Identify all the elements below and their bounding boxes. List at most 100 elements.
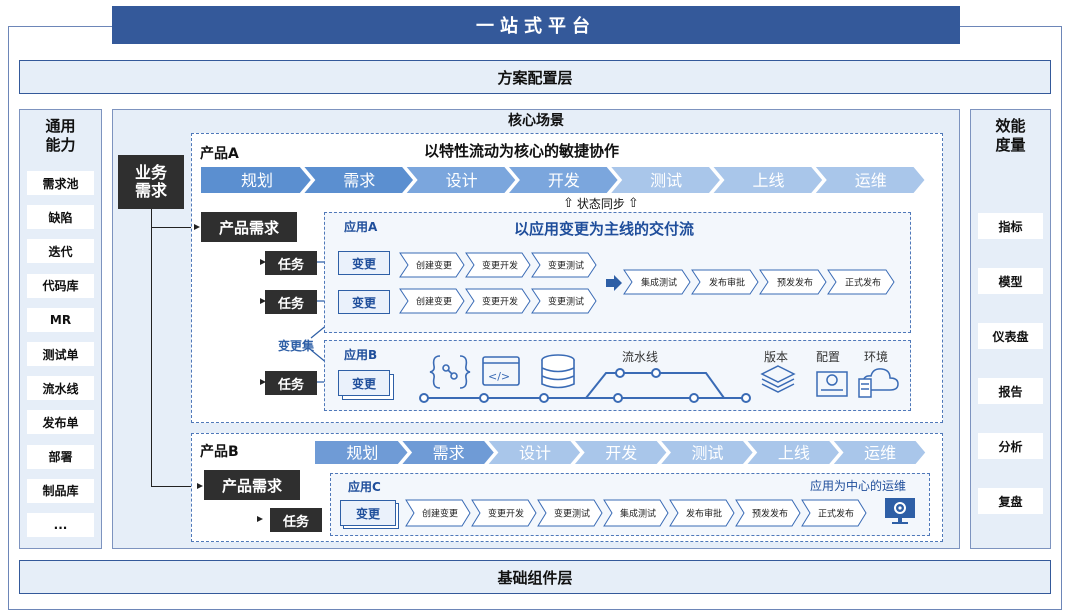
solution-config-layer[interactable]: 方案配置层: [19, 60, 1051, 94]
flow-step-label: 创建变更: [416, 296, 452, 308]
app-a-title: 以应用变更为主线的交付流: [514, 220, 695, 238]
stage-label: 测试: [692, 444, 724, 463]
stage-chevron: [743, 440, 842, 466]
flow-step: [471, 499, 537, 527]
change-set-label: 变更集: [278, 339, 315, 353]
capability-item[interactable]: MR: [27, 307, 94, 332]
flow-step-label: 变更测试: [554, 508, 590, 520]
metric-item[interactable]: 仪表盘: [978, 323, 1043, 349]
flow-step-label: 发布审批: [686, 508, 722, 520]
flow-step: [759, 269, 827, 295]
app-c-flow: 创建变更变更开发变更测试集成测试发布审批预发发布正式发布: [405, 499, 867, 527]
change-button[interactable]: 变更: [338, 251, 390, 275]
flow-step-label: 变更测试: [548, 296, 584, 308]
stage-label: 规划: [241, 171, 273, 190]
flow-step: [537, 499, 603, 527]
product-b-req-box[interactable]: 产品需求: [204, 470, 300, 500]
metric-item[interactable]: 报告: [978, 378, 1043, 404]
change-button[interactable]: 变更: [340, 500, 396, 526]
capability-item[interactable]: 代码库: [27, 273, 94, 298]
metric-item[interactable]: 复盘: [978, 488, 1043, 514]
metric-item[interactable]: 指标: [978, 213, 1043, 239]
stage-chevron: [504, 166, 621, 195]
flow-step-label: 集成测试: [620, 508, 656, 520]
flow-step: [399, 252, 465, 278]
flow-step: [405, 499, 471, 527]
flow-step: [827, 269, 895, 295]
stage-label: 设计: [446, 171, 478, 190]
stage-label: 规划: [346, 444, 378, 463]
product-b-stage-bar: 规划需求设计开发测试上线运维: [314, 440, 928, 466]
capability-item[interactable]: 流水线: [27, 376, 94, 401]
up-arrow-icon: ⇧: [563, 196, 574, 211]
ops-monitor-icon: [885, 498, 915, 524]
capability-item[interactable]: 部署: [27, 444, 94, 469]
change-button[interactable]: 变更: [338, 290, 390, 314]
flow-step-label: 正式发布: [845, 277, 881, 289]
capability-item[interactable]: 发布单: [27, 410, 94, 435]
product-a-req-box[interactable]: 产品需求: [201, 212, 297, 242]
flow-step-label: 预发发布: [752, 508, 788, 520]
svg-text:</>: </>: [488, 370, 510, 383]
capability-item[interactable]: 需求池: [27, 171, 94, 195]
asset-env-label: 环境: [864, 350, 889, 364]
flow-step: [623, 269, 691, 295]
flow-step: [691, 269, 759, 295]
flow-step-label: 发布审批: [709, 277, 745, 289]
change-button[interactable]: 变更: [338, 370, 390, 396]
stage-label: 测试: [650, 171, 682, 190]
stage-label: 上线: [778, 444, 810, 463]
up-arrow-icon: ⇧: [627, 196, 639, 211]
asset-config-label: 配置: [816, 350, 841, 364]
capability-item[interactable]: 制品库: [27, 478, 94, 503]
efficiency-metrics-title: 效能 度量: [995, 117, 1026, 154]
tree-line: [151, 227, 195, 228]
task-box[interactable]: 任务: [270, 508, 322, 532]
stage-chevron: [300, 166, 416, 195]
product-b-label: 产品B: [200, 444, 239, 460]
product-a-title: 以特性流动为核心的敏捷协作: [424, 142, 620, 160]
layers-icon: [760, 365, 796, 393]
flow-step: [531, 252, 597, 278]
cloud-server-icon: [858, 368, 899, 398]
code-window-icon: </>: [482, 356, 520, 386]
status-sync-label: 状态同步: [576, 197, 625, 211]
capability-item[interactable]: 迭代: [27, 239, 94, 264]
app-a-label: 应用A: [344, 220, 378, 234]
stage-chevron: [314, 440, 411, 466]
flow-step-label: 预发发布: [777, 277, 813, 289]
stage-label: 需求: [343, 171, 375, 190]
business-requirement-box[interactable]: 业务 需求: [118, 155, 184, 209]
database-icon: [541, 354, 575, 389]
asset-version-label: 版本: [764, 350, 789, 364]
tree-line: [151, 486, 201, 487]
app-b-label: 应用B: [344, 348, 378, 362]
flow-step-label: 变更开发: [482, 296, 518, 308]
flow-step-label: 变更开发: [482, 260, 518, 272]
flow-step: [735, 499, 801, 527]
task-box[interactable]: 任务: [265, 251, 317, 275]
product-a-stage-bar: 规划需求设计开发测试上线运维: [200, 166, 928, 195]
metric-item[interactable]: 模型: [978, 268, 1043, 294]
base-component-layer[interactable]: 基础组件层: [19, 560, 1051, 594]
flow-step-label: 变更测试: [548, 260, 584, 272]
code-bracket-icon: [429, 355, 471, 389]
product-a-label: 产品A: [200, 146, 239, 162]
metric-item[interactable]: 分析: [978, 433, 1043, 459]
stage-chevron: [656, 440, 756, 466]
stage-label: 开发: [548, 171, 580, 190]
stage-chevron: [570, 440, 669, 466]
flow-step: [603, 499, 669, 527]
capability-item[interactable]: ...: [27, 513, 94, 537]
capability-item[interactable]: 测试单: [27, 342, 94, 366]
flow-step: [465, 252, 531, 278]
task-box[interactable]: 任务: [265, 371, 317, 395]
stage-label: 运维: [855, 171, 887, 190]
connector-arrows-b: [197, 483, 263, 522]
stage-label: 开发: [605, 444, 637, 463]
stage-chevron: [606, 166, 723, 195]
task-box[interactable]: 任务: [265, 290, 317, 314]
capability-item[interactable]: 缺陷: [27, 205, 94, 230]
pipeline-label: 流水线: [622, 350, 659, 364]
flow-step-label: 创建变更: [422, 508, 458, 520]
